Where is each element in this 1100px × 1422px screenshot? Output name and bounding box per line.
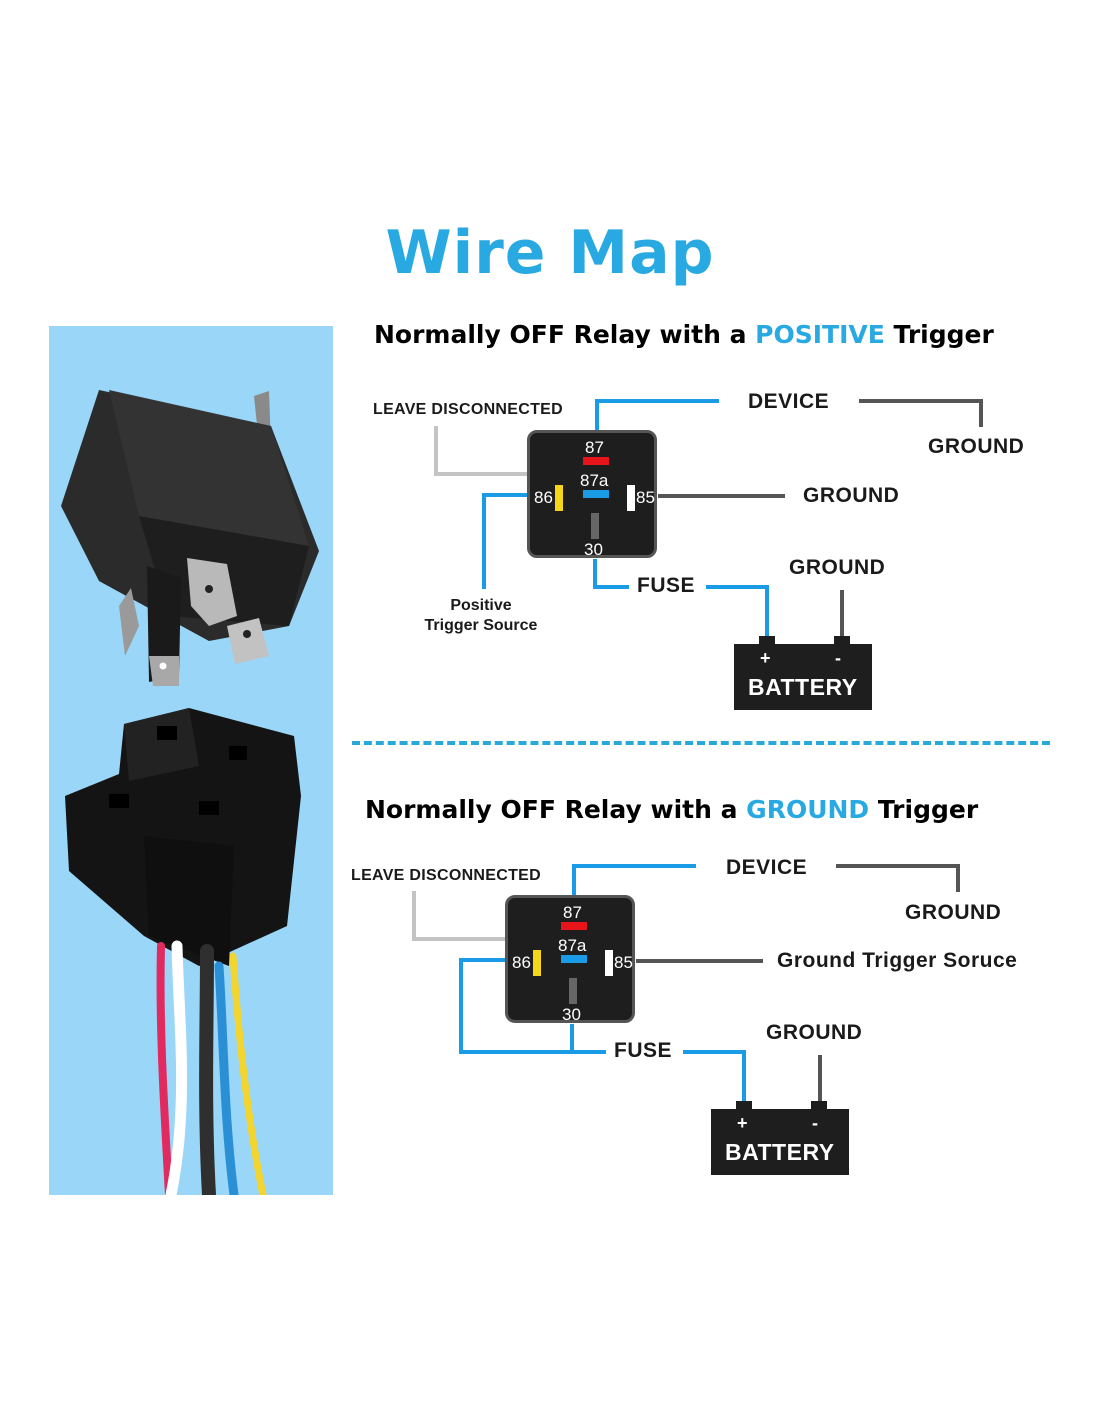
diagram1-subtitle: Normally OFF Relay with a POSITIVE Trigg… (374, 320, 994, 349)
battery-positive-terminal (759, 636, 775, 646)
pin-85-bar (605, 950, 613, 976)
pin-87a-bar (583, 490, 609, 498)
fuse-label: FUSE (637, 574, 696, 597)
wire-86-trigger (482, 493, 530, 497)
wire-87a-disconnected (412, 937, 558, 941)
battery-ground-label: GROUND (789, 556, 886, 579)
pin-87a-label: 87a (558, 936, 587, 955)
device-label: DEVICE (726, 856, 808, 879)
pin-30-bar (569, 978, 577, 1004)
wire-30-fuse (593, 559, 597, 589)
pin-87a-label: 87a (580, 471, 609, 490)
battery-positive-terminal (736, 1101, 752, 1111)
pin-86-label: 86 (534, 488, 553, 507)
pin-85-bar (627, 485, 635, 511)
subtitle-accent: GROUND (746, 795, 870, 824)
wire-fuse-battery (683, 1050, 746, 1054)
battery-minus-sign: - (835, 648, 841, 668)
wire-86-loop (459, 1050, 606, 1054)
wire-30-fuse (570, 1024, 574, 1054)
device-ground-label: GROUND (905, 901, 1002, 924)
battery-minus-sign: - (812, 1113, 818, 1133)
trigger-source-line: Positive (450, 597, 512, 614)
relay-icon (61, 390, 319, 686)
harness-wires-icon (156, 940, 267, 1195)
wire-device-ground (979, 399, 983, 427)
pin85-ground-label: GROUND (803, 484, 900, 507)
subtitle-text: Trigger (869, 795, 979, 824)
leave-disconnected-label: LEAVE DISCONNECTED (373, 401, 564, 418)
device-ground-label: GROUND (928, 435, 1025, 458)
wire-86-loop (459, 958, 463, 1054)
wire-battery-ground (818, 1055, 822, 1102)
battery-negative-terminal (811, 1101, 827, 1111)
subtitle-text: Normally OFF Relay with a (374, 320, 756, 349)
battery-plus-sign: + (737, 1113, 748, 1133)
pin-30-label: 30 (584, 540, 603, 559)
battery-label: BATTERY (748, 674, 858, 700)
pin-87-bar (561, 922, 587, 930)
subtitle-text: Trigger (884, 320, 994, 349)
wire-86-loop (459, 958, 507, 962)
pin-30-label: 30 (562, 1005, 581, 1024)
battery-label: BATTERY (725, 1139, 835, 1165)
wire-fuse-battery (765, 585, 769, 637)
section-divider (352, 741, 1050, 745)
wire-87-device (595, 399, 719, 403)
pin-85-label: 85 (614, 953, 633, 972)
wire-fuse-battery (706, 585, 769, 589)
page-title: Wire Map (385, 218, 715, 288)
wire-battery-ground (840, 590, 844, 637)
pin-87-label: 87 (585, 438, 604, 457)
pin-86-bar (533, 950, 541, 976)
pin-86-bar (555, 485, 563, 511)
pin-85-label: 85 (636, 488, 655, 507)
wire-device-ground (956, 864, 960, 892)
fuse-label: FUSE (614, 1039, 673, 1062)
battery-icon: + - BATTERY (711, 1109, 849, 1175)
wire-87-device (595, 399, 599, 432)
relay-diagram: 87 87a 86 85 30 (505, 895, 635, 1024)
battery-icon: + - BATTERY (734, 644, 872, 710)
wire-87-device (572, 864, 576, 897)
wire-87a-disconnected (434, 426, 438, 476)
relay-socket-icon (65, 708, 301, 966)
pin-87a-bar (561, 955, 587, 963)
wire-device-ground (836, 864, 960, 868)
battery-negative-terminal (834, 636, 850, 646)
trigger-source-line: Trigger Source (424, 617, 538, 634)
subtitle-text: Normally OFF Relay with a (365, 795, 747, 824)
battery-plus-sign: + (760, 648, 771, 668)
pin-86-label: 86 (512, 953, 531, 972)
relay-photo-illustration (61, 390, 319, 1195)
wire-85-trigger (636, 959, 763, 963)
ground-trigger-source-label: Ground Trigger Soruce (777, 949, 1018, 972)
wire-fuse-battery (742, 1050, 746, 1102)
subtitle-accent: POSITIVE (755, 320, 885, 349)
relay-diagram: 87 87a 86 85 30 (527, 430, 657, 559)
device-label: DEVICE (748, 390, 830, 413)
wire-device-ground (859, 399, 983, 403)
pin-87-bar (583, 457, 609, 465)
wire-86-trigger (482, 493, 486, 589)
diagram2-subtitle: Normally OFF Relay with a GROUND Trigger (365, 795, 978, 824)
wire-87a-disconnected (434, 472, 580, 476)
wire-30-fuse (593, 585, 629, 589)
pin-30-bar (591, 513, 599, 539)
leave-disconnected-label: LEAVE DISCONNECTED (351, 867, 542, 884)
wire-87-device (572, 864, 696, 868)
positive-trigger-source-label: Positive Trigger Source (410, 596, 552, 636)
battery-ground-label: GROUND (766, 1021, 863, 1044)
wire-85-ground (658, 494, 785, 498)
product-photo (49, 326, 333, 1195)
wire-87a-disconnected (412, 891, 416, 941)
pin-87-label: 87 (563, 903, 582, 922)
